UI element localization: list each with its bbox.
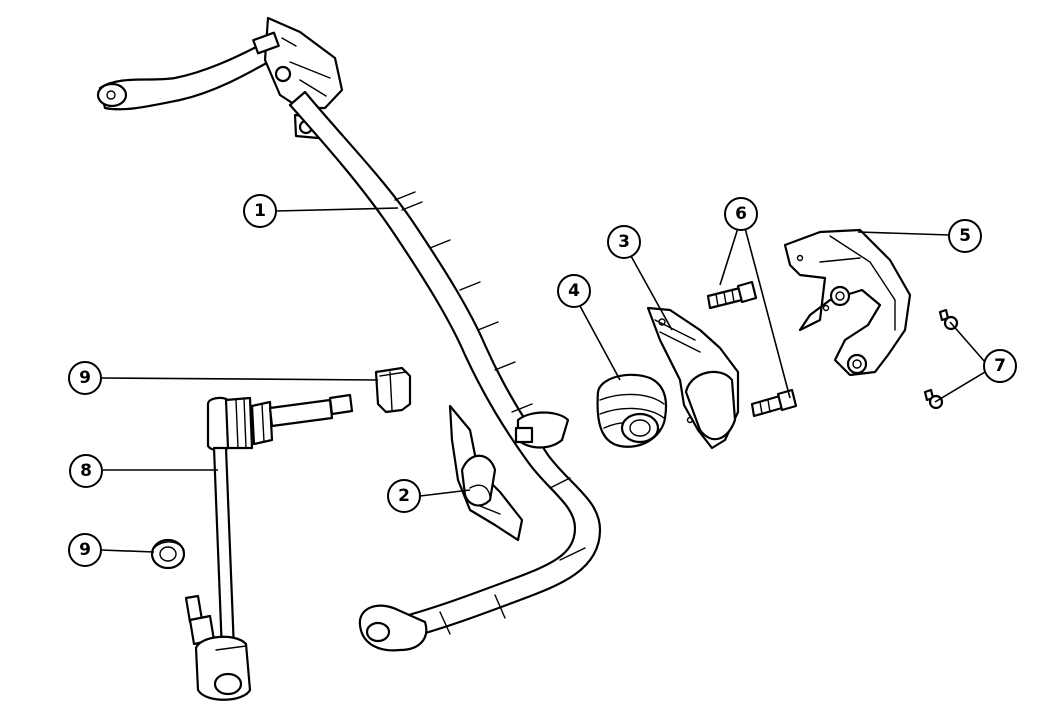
callout-3: 3 xyxy=(607,225,641,259)
callout-4: 4 xyxy=(557,274,591,308)
bushing-retainer-lower xyxy=(448,404,524,542)
callout-7-label: 7 xyxy=(994,356,1006,376)
leader-7b xyxy=(934,371,986,403)
stabilizer-bar xyxy=(96,16,602,652)
callout-1-label: 1 xyxy=(254,201,266,221)
callout-5: 5 xyxy=(948,219,982,253)
stabilizer-link xyxy=(184,393,354,701)
callout-8-label: 8 xyxy=(80,461,92,481)
leader-3 xyxy=(630,255,673,331)
callout-6-label: 6 xyxy=(735,204,747,224)
callout-2-label: 2 xyxy=(398,486,410,506)
callout-6: 6 xyxy=(724,197,758,231)
callout-9-upper: 9 xyxy=(68,361,102,395)
leader-4 xyxy=(579,305,621,381)
leader-2 xyxy=(419,489,471,497)
bolt-lower xyxy=(750,388,798,418)
stabilizer-bushing xyxy=(596,373,668,448)
callout-2: 2 xyxy=(387,479,421,513)
leader-9b xyxy=(100,549,155,553)
leader-9a xyxy=(100,377,379,381)
mounting-bracket xyxy=(783,228,912,377)
leader-5 xyxy=(857,231,951,236)
leader-7a xyxy=(949,321,986,363)
callout-1: 1 xyxy=(243,194,277,228)
callout-5-label: 5 xyxy=(959,226,971,246)
bolts xyxy=(706,280,798,418)
callout-9-upper-label: 9 xyxy=(79,368,91,388)
callout-4-label: 4 xyxy=(568,281,580,301)
leader-6b xyxy=(744,227,791,399)
bolt-upper xyxy=(706,280,758,310)
leader-6a xyxy=(719,227,739,286)
leader-lines xyxy=(100,207,986,553)
nut-upper xyxy=(374,366,412,414)
bushing-bracket xyxy=(646,306,740,450)
callout-9-lower: 9 xyxy=(68,533,102,567)
callout-3-label: 3 xyxy=(618,232,630,252)
callout-9-lower-label: 9 xyxy=(79,540,91,560)
nut-lower xyxy=(150,538,186,570)
callout-7: 7 xyxy=(983,349,1017,383)
leader-1 xyxy=(275,207,399,212)
callout-8: 8 xyxy=(69,454,103,488)
